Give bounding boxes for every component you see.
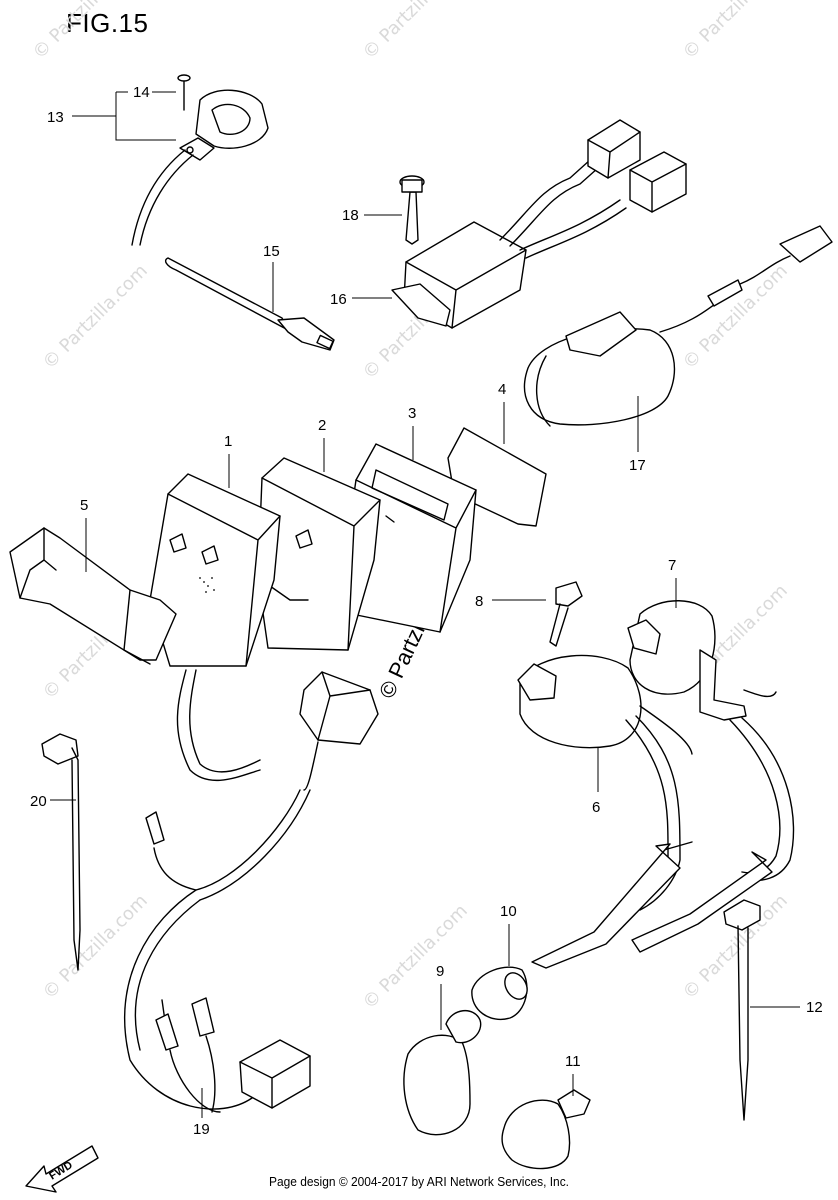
callout-label: 2 <box>318 417 326 434</box>
callout-12: 12 <box>750 999 823 1016</box>
callout-9: 9 <box>436 963 444 1030</box>
callout-label: 3 <box>408 405 416 422</box>
callout-1: 1 <box>224 433 232 488</box>
part-13-clamp <box>131 74 269 246</box>
callout-label: 20 <box>30 793 47 810</box>
watermark: © Partzilla.com <box>359 900 472 1013</box>
watermark: © Partzilla.com <box>39 890 152 1003</box>
part-12-tie <box>723 899 761 1121</box>
part-9-plugcap <box>403 1010 482 1136</box>
callout-label: 6 <box>592 799 600 816</box>
fwd-arrow-icon: FWD <box>25 1145 99 1193</box>
callout-8: 8 <box>475 593 546 610</box>
callout-label: 10 <box>500 903 517 920</box>
callout-label: 14 <box>133 84 150 101</box>
part-5-bracket <box>9 527 177 665</box>
callout-5: 5 <box>80 497 88 572</box>
callout-label: 7 <box>668 557 676 574</box>
callout-17: 17 <box>629 396 646 474</box>
callout-15: 15 <box>263 243 280 312</box>
callout-label: 1 <box>224 433 232 450</box>
watermark: © Partzilla.com <box>29 0 142 64</box>
part-6-coil <box>517 654 693 969</box>
page-footer: Page design © 2004-2017 by ARI Network S… <box>268 1174 570 1189</box>
part-7-coil <box>627 600 795 953</box>
callout-13: 13 <box>47 91 176 141</box>
part-8-bolt <box>549 581 583 647</box>
watermark: © Partzilla.com <box>679 0 792 64</box>
callout-11: 11 <box>565 1053 581 1096</box>
callout-2: 2 <box>318 417 326 472</box>
callout-16: 16 <box>330 291 392 308</box>
part-11-plugcap <box>501 1089 591 1170</box>
callout-label: 8 <box>475 593 483 610</box>
callout-20: 20 <box>30 793 76 810</box>
callout-18: 18 <box>342 207 402 224</box>
callout-label: 17 <box>629 457 646 474</box>
callout-19: 19 <box>193 1088 210 1138</box>
part-2-unit <box>257 457 381 651</box>
callout-label: 13 <box>47 109 64 126</box>
watermark: © Partzilla.com <box>39 260 152 373</box>
part-19-harness <box>124 671 379 1113</box>
callout-6: 6 <box>592 748 600 816</box>
callout-3: 3 <box>408 405 416 460</box>
part-20-tie <box>41 733 81 971</box>
callout-label: 5 <box>80 497 88 514</box>
part-16-module <box>391 119 687 329</box>
callout-label: 18 <box>342 207 359 224</box>
callout-label: 19 <box>193 1121 210 1138</box>
callout-label: 12 <box>806 999 823 1016</box>
callout-7: 7 <box>668 557 677 608</box>
part-10-grommet <box>471 966 528 1020</box>
part-3-unit <box>341 443 477 633</box>
callout-label: 11 <box>565 1053 581 1070</box>
callout-14: 14 <box>133 84 176 101</box>
callout-4: 4 <box>498 381 506 444</box>
part-15-strap <box>164 257 335 351</box>
callout-label: 15 <box>263 243 280 260</box>
callout-10: 10 <box>500 903 517 966</box>
watermark: © Partzilla.com <box>359 0 472 64</box>
callout-label: 16 <box>330 291 347 308</box>
part-17-capacitor <box>523 225 833 427</box>
figure-title: FIG.15 <box>66 8 149 38</box>
callout-label: 4 <box>498 381 506 398</box>
callout-label: 9 <box>436 963 444 980</box>
